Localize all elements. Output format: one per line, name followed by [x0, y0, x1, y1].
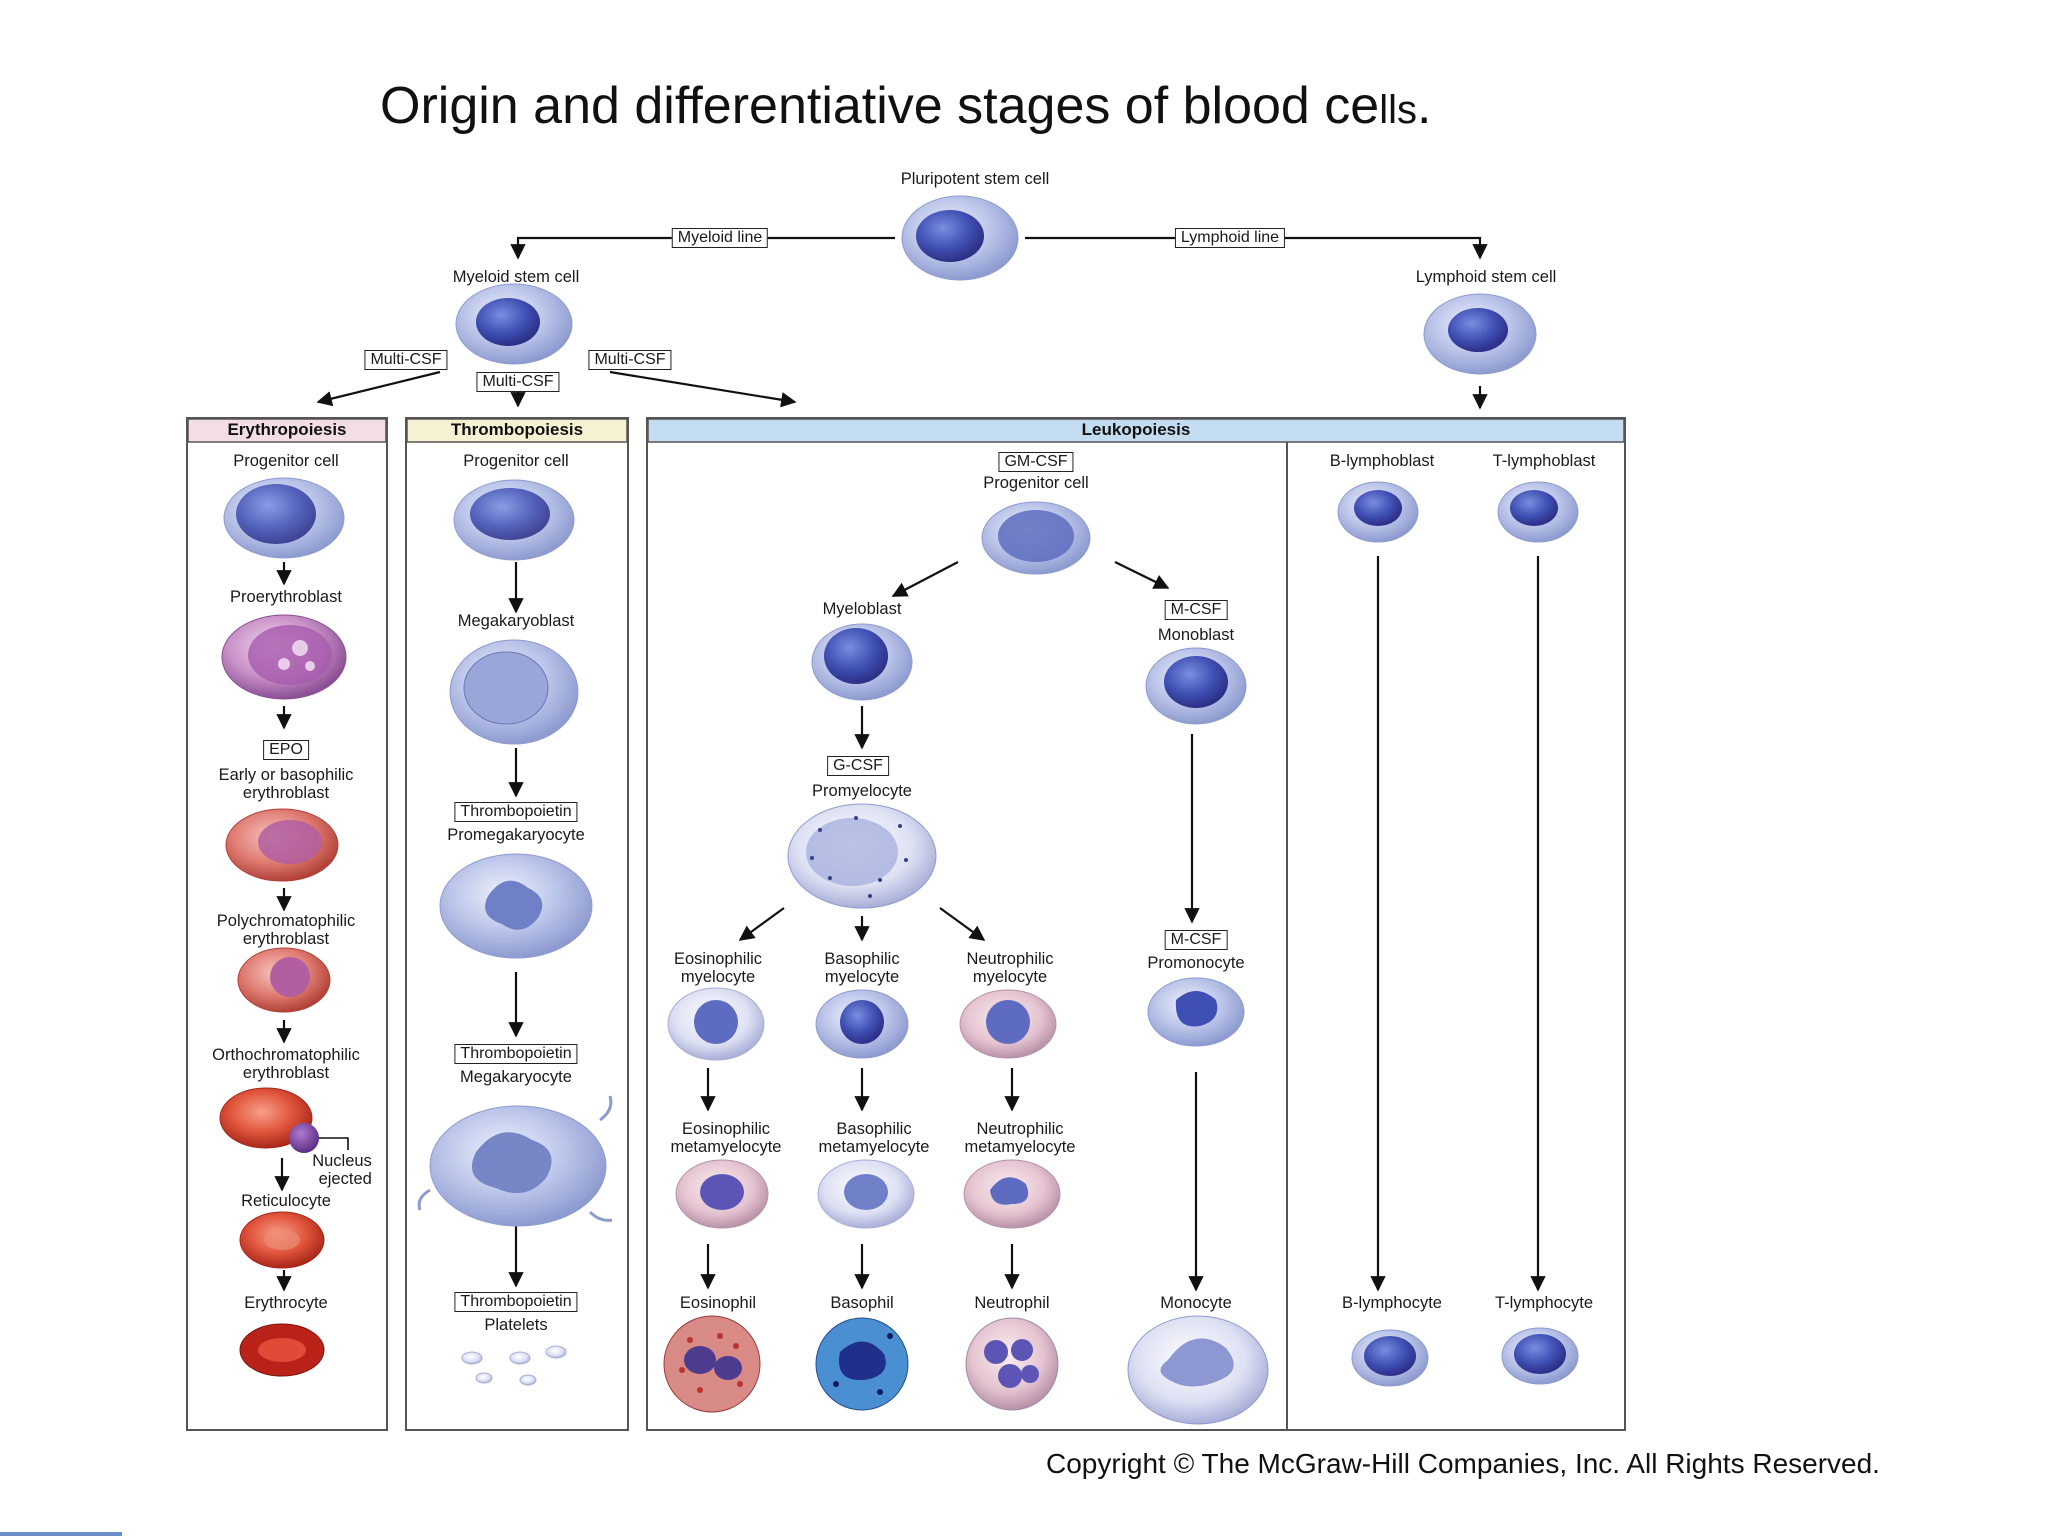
- promonocyte-icon: [1147, 977, 1245, 1047]
- thrombopoiesis-header-bg: [406, 418, 628, 443]
- thrombopoietin-box-1: Thrombopoietin: [454, 802, 578, 822]
- leukopoiesis-panel: [646, 417, 1626, 1431]
- t-lymphocyte-icon: [1501, 1327, 1579, 1385]
- monoblast-label: Monoblast: [1157, 626, 1235, 644]
- copyright-notice: Copyright © The McGraw-Hill Companies, I…: [1046, 1448, 1880, 1479]
- gm-csf-box: GM-CSF: [998, 452, 1074, 472]
- platelets-label: Platelets: [484, 1316, 548, 1334]
- neutrophilic-myelocyte-icon: [959, 989, 1057, 1059]
- neutrophilic-metamyelocyte-icon: [963, 1159, 1061, 1229]
- t-lymphoblast-label: T-lymphoblast: [1492, 452, 1596, 470]
- platelets-icon: [461, 1345, 567, 1386]
- leu-progenitor-cell-icon: [981, 501, 1091, 575]
- myeloblast-label: Myeloblast: [822, 600, 902, 618]
- lymphoid-line-box: Lymphoid line: [1174, 228, 1286, 248]
- neutrophil-label: Neutrophil: [974, 1294, 1050, 1312]
- pluripotent-stem-cell-label: Pluripotent stem cell: [900, 170, 1050, 188]
- epo-box: EPO: [263, 740, 309, 760]
- cells: [219, 195, 1579, 1425]
- myeloid-stem-cell-icon: [455, 283, 573, 365]
- proerythroblast-label: Proerythroblast: [230, 588, 342, 606]
- section-panels: [186, 417, 1626, 1431]
- b-lymphocyte-label: B-lymphocyte: [1342, 1294, 1442, 1312]
- t-lymphoblast-icon: [1497, 481, 1579, 543]
- slide-corner-bar: [0, 1532, 122, 1536]
- basophilic-metamyelocyte-icon: [817, 1159, 915, 1229]
- promyelocyte-label: Promyelocyte: [812, 782, 912, 800]
- basophilic-myelocyte-icon: [815, 989, 909, 1059]
- reticulocyte-icon: [239, 1211, 325, 1269]
- basophil-label: Basophil: [830, 1294, 894, 1312]
- promegakaryocyte-icon: [439, 853, 593, 959]
- proerythroblast-icon: [221, 614, 347, 700]
- t-lymphocyte-label: T-lymphocyte: [1494, 1294, 1594, 1312]
- monocyte-label: Monocyte: [1160, 1294, 1232, 1312]
- eosinophil-label: Eosinophil: [679, 1294, 757, 1312]
- polychromatophilic-erythroblast-icon: [237, 947, 331, 1013]
- pluripotent-stem-cell-icon: [901, 195, 1019, 281]
- b-lymphoblast-label: B-lymphoblast: [1329, 452, 1435, 470]
- myeloblast-icon: [811, 623, 913, 701]
- eosinophilic-myelocyte-icon: [667, 987, 765, 1061]
- thr-progenitor-cell-icon: [453, 479, 575, 561]
- leukopoiesis-header-bg: [647, 418, 1625, 443]
- basophil-icon: [815, 1317, 909, 1411]
- multi-csf-box-left: Multi-CSF: [364, 350, 448, 370]
- megakaryoblast-label: Megakaryoblast: [457, 612, 575, 630]
- erythropoiesis-header-bg: [187, 418, 387, 443]
- thrombopoiesis-header: Thrombopoiesis: [450, 420, 584, 439]
- lymphoid-stem-cell-label: Lymphoid stem cell: [1415, 268, 1557, 286]
- thrombopoietin-box-2: Thrombopoietin: [454, 1044, 578, 1064]
- page-title: Origin and differentiative stages of blo…: [380, 77, 1432, 135]
- monocyte-icon: [1127, 1315, 1269, 1425]
- myeloid-line-box: Myeloid line: [671, 228, 769, 248]
- lymphoid-stem-cell-icon: [1423, 293, 1537, 375]
- megakaryoblast-icon: [449, 639, 579, 745]
- erythrocyte-icon: [239, 1323, 325, 1377]
- multi-csf-box-center: Multi-CSF: [476, 372, 560, 392]
- g-csf-box: G-CSF: [827, 756, 889, 776]
- promonocyte-label: Promonocyte: [1147, 954, 1245, 972]
- m-csf-box-2: M-CSF: [1164, 930, 1228, 950]
- erythropoiesis-header: Erythropoiesis: [227, 420, 347, 439]
- leu-progenitor-label: Progenitor cell: [983, 474, 1089, 492]
- early-erythroblast-icon: [225, 808, 339, 882]
- megakaryocyte-label: Megakaryocyte: [460, 1068, 572, 1086]
- ery-progenitor-label: Progenitor cell: [233, 452, 339, 470]
- thrombopoietin-box-3: Thrombopoietin: [454, 1292, 578, 1312]
- arrows: [274, 236, 1546, 1292]
- megakaryocyte-icon: [417, 1095, 613, 1227]
- b-lymphocyte-icon: [1351, 1329, 1429, 1387]
- ery-progenitor-cell-icon: [223, 477, 345, 559]
- eosinophil-icon: [663, 1315, 761, 1413]
- erythrocyte-label: Erythrocyte: [244, 1294, 328, 1312]
- leukopoiesis-header: Leukopoiesis: [1081, 420, 1191, 439]
- thr-progenitor-label: Progenitor cell: [463, 452, 569, 470]
- monoblast-icon: [1145, 647, 1247, 725]
- promyelocyte-icon: [787, 803, 937, 909]
- b-lymphoblast-icon: [1337, 481, 1419, 543]
- neutrophil-icon: [965, 1317, 1059, 1411]
- multi-csf-box-right: Multi-CSF: [588, 350, 672, 370]
- m-csf-box-1: M-CSF: [1164, 600, 1228, 620]
- myeloid-stem-cell-label: Myeloid stem cell: [452, 268, 580, 286]
- eosinophilic-metamyelocyte-icon: [675, 1159, 769, 1229]
- promegakaryocyte-label: Promegakaryocyte: [447, 826, 585, 844]
- orthochromatophilic-erythroblast-icon: [219, 1087, 319, 1153]
- reticulocyte-label: Reticulocyte: [241, 1192, 331, 1210]
